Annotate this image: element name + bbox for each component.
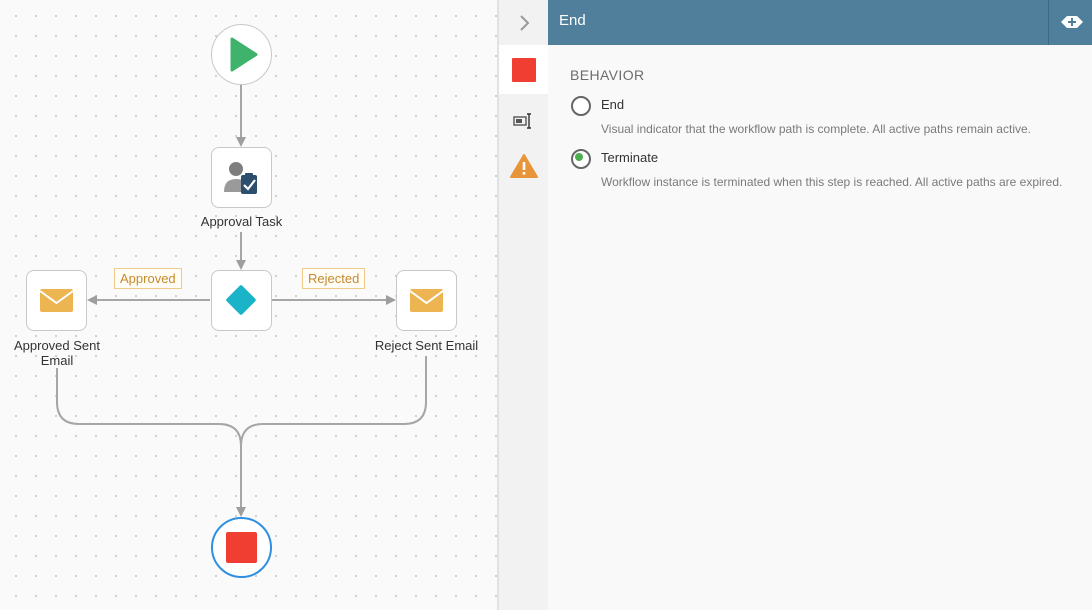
tab-warnings[interactable]	[499, 148, 548, 184]
approval-task-node[interactable]	[211, 147, 272, 208]
connector-rejected-merge	[240, 356, 427, 447]
rejected-edge-label[interactable]: Rejected	[302, 268, 366, 289]
approved-email-label: Approved Sent Email	[13, 338, 100, 368]
approval-user-icon	[224, 162, 257, 194]
panel-title: End	[559, 12, 586, 29]
end-radio[interactable]	[571, 96, 591, 116]
header-action-button[interactable]	[1058, 11, 1086, 33]
panel-divider[interactable]	[497, 0, 499, 610]
reject-email-node[interactable]	[396, 270, 457, 331]
properties-tab-bar	[499, 0, 549, 610]
connector-approved-merge	[56, 368, 242, 447]
terminate-option-label: Terminate	[601, 150, 659, 165]
terminate-option-description: Workflow instance is terminated when thi…	[601, 175, 1063, 189]
panel-header: End	[548, 0, 1092, 45]
envelope-icon	[39, 289, 74, 312]
reject-email-label: Reject Sent Email	[374, 338, 479, 353]
text-field-icon	[512, 113, 531, 129]
warning-icon	[509, 154, 538, 178]
collapse-panel-button[interactable]	[499, 0, 548, 45]
tab-properties[interactable]	[499, 104, 548, 138]
decision-node[interactable]	[211, 270, 272, 331]
red-square-icon	[512, 57, 536, 82]
behavior-section-title: BEHAVIOR	[570, 67, 645, 83]
diamond-icon	[226, 285, 256, 315]
start-node[interactable]	[211, 24, 272, 85]
chevron-right-icon	[519, 14, 529, 31]
approved-edge-label[interactable]: Approved	[114, 268, 182, 289]
properties-panel: End BEHAVIOR End Visual indicator that t…	[548, 0, 1092, 610]
approval-task-label: Approval Task	[200, 214, 283, 229]
envelope-icon	[409, 289, 444, 312]
terminate-radio[interactable]	[571, 149, 591, 169]
workflow-canvas[interactable]: Approval Task Approved Sent Email Reject…	[0, 0, 497, 610]
tab-end[interactable]	[499, 45, 549, 94]
add-icon	[1061, 16, 1083, 28]
header-separator	[1048, 0, 1049, 45]
end-option-description: Visual indicator that the workflow path …	[601, 122, 1031, 136]
end-node[interactable]	[211, 517, 272, 578]
stop-icon	[226, 532, 257, 563]
connector-lines	[56, 85, 427, 517]
end-option-label: End	[601, 97, 625, 112]
approved-email-node[interactable]	[26, 270, 87, 331]
play-icon	[230, 37, 258, 72]
